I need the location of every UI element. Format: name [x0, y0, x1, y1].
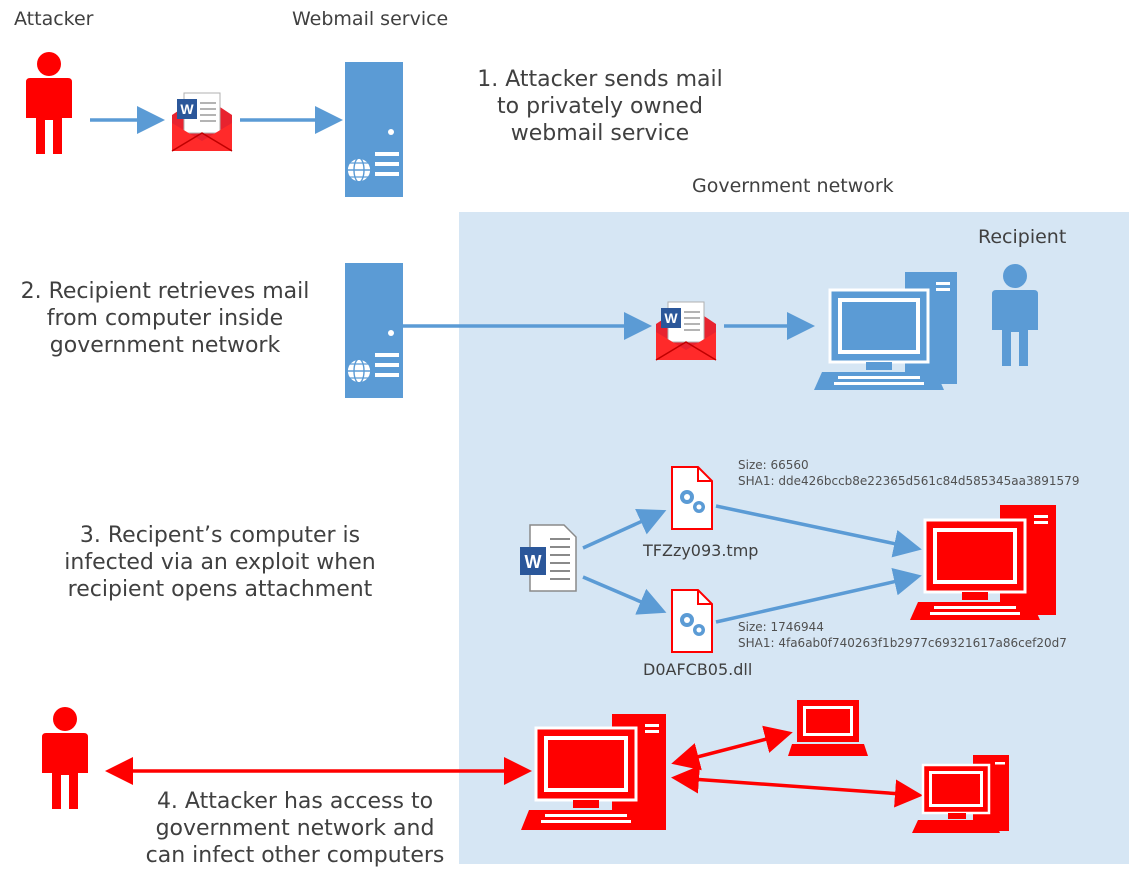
step-2-text: 2. Recipient retrieves mail from compute…: [0, 278, 330, 359]
step-1-text: 1. Attacker sends mail to privately owne…: [445, 66, 755, 147]
webmail-server-icon-2: [344, 262, 404, 399]
dll-file-size: Size: 1746944: [738, 620, 824, 634]
mail-icon-2: [655, 301, 717, 361]
recipient-label: Recipient: [978, 226, 1067, 248]
webmail-server-icon: [344, 61, 404, 198]
dll-file-meta: Size: 1746944 SHA1: 4fa6ab0f740263f1b297…: [738, 619, 1067, 651]
other-computer-icon: [912, 755, 1009, 833]
dll-file-gear-icon: [671, 589, 713, 653]
tmp-file-name: TFZzy093.tmp: [643, 541, 759, 560]
tmp-file-size: Size: 66560: [738, 458, 809, 472]
step-3-text: 3. Recipent’s computer is infected via a…: [40, 522, 400, 603]
step-4-text: 4. Attacker has access to government net…: [130, 788, 460, 869]
attacker-person-icon: [26, 52, 72, 154]
attacker-person-icon-2: [42, 707, 88, 809]
step-3-line-1: 3. Recipent’s computer is: [79, 523, 361, 548]
infected-computer-icon: [910, 505, 1056, 620]
recipient-person-icon: [992, 264, 1038, 366]
step-1-line-2: to privately owned: [497, 94, 703, 119]
tmp-file-meta: Size: 66560 SHA1: dde426bccb8e22365d561c…: [738, 457, 1079, 489]
government-network-label: Government network: [692, 175, 894, 197]
step-1-line-3: webmail service: [510, 121, 690, 146]
arrow-doc-to-tmp: [582, 508, 667, 550]
word-doc-icon: [519, 524, 577, 592]
tmp-file-sha1: SHA1: dde426bccb8e22365d561c84d585345aa3…: [738, 474, 1080, 488]
step-4-line-2: government network and: [155, 816, 435, 841]
step-2-line-3: government network: [49, 333, 281, 358]
step-3-line-3: recipient opens attachment: [67, 577, 373, 602]
step-4-line-1: 4. Attacker has access to: [156, 789, 434, 814]
dll-file-name: D0AFCB05.dll: [643, 660, 753, 679]
arrow-to-other-computer: [671, 765, 923, 808]
recipient-computer-icon: [814, 272, 957, 390]
arrow-dll-to-computer: [715, 567, 922, 624]
arrow-to-laptop: [671, 725, 793, 771]
step-2-line-1: 2. Recipient retrieves mail: [20, 279, 310, 304]
compromised-computer-icon: [521, 714, 666, 830]
arrow-tmp-to-computer: [715, 504, 922, 558]
mail-icon: [171, 92, 233, 152]
step-2-line-2: from computer inside: [46, 306, 284, 331]
webmail-service-label: Webmail service: [292, 8, 449, 30]
laptop-icon: [788, 700, 868, 756]
step-4-line-3: can infect other computers: [145, 843, 445, 868]
step-3-line-2: infected via an exploit when: [64, 550, 376, 575]
attacker-label: Attacker: [14, 8, 94, 30]
dll-file-sha1: SHA1: 4fa6ab0f740263f1b2977c69321617a86c…: [738, 636, 1067, 650]
step-1-line-1: 1. Attacker sends mail: [477, 67, 723, 92]
tmp-file-gear-icon: [671, 466, 713, 530]
arrow-doc-to-dll: [582, 575, 667, 615]
